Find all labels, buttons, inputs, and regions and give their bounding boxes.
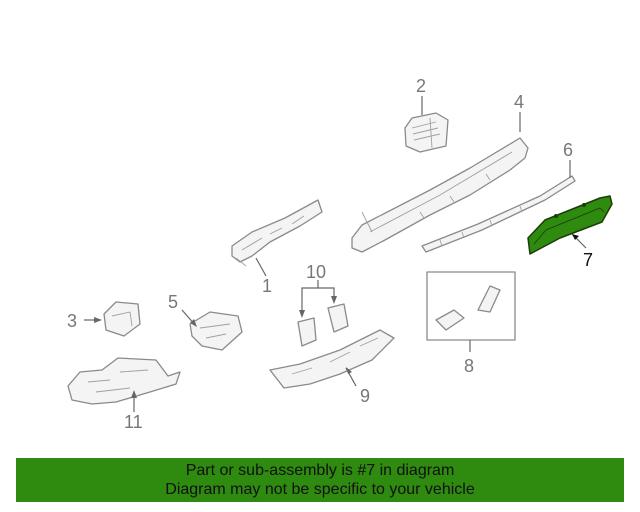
banner-line-2: Diagram may not be specific to your vehi… — [165, 481, 475, 498]
leader-10-arrow-b — [331, 296, 337, 304]
parts-diagram: 2 4 6 7 1 10 8 — [67, 76, 613, 432]
callout-7: 7 — [583, 250, 593, 270]
callout-1: 1 — [262, 276, 272, 296]
banner-line-1: Part or sub-assembly is #7 in diagram — [185, 462, 455, 479]
leader-11-arrow — [131, 390, 137, 398]
part-10-clips — [297, 303, 349, 347]
part-4-side-trim — [351, 137, 529, 253]
callout-4: 4 — [514, 92, 524, 112]
leader-3-arrow — [94, 317, 102, 323]
leader-10 — [301, 280, 335, 316]
callout-3: 3 — [67, 311, 77, 331]
callout-6: 6 — [563, 140, 573, 160]
part-7-highlighted-panel — [527, 195, 613, 255]
callout-9: 9 — [360, 386, 370, 406]
part-2-vent — [404, 112, 449, 153]
leader-1 — [255, 257, 267, 277]
part-5-bracket — [189, 311, 243, 351]
leader-5-arrow — [190, 319, 197, 327]
part-8-box — [426, 271, 516, 341]
part-9-bracket — [269, 329, 395, 389]
callout-10: 10 — [306, 262, 326, 282]
part-1-bracket — [231, 199, 323, 267]
callout-5: 5 — [168, 292, 178, 312]
leader-10-arrow-a — [299, 310, 305, 318]
part-6-strip — [421, 175, 576, 253]
diagram-notice-banner: Part or sub-assembly is #7 in diagram Di… — [16, 458, 624, 502]
callout-11: 11 — [124, 412, 143, 432]
callout-8: 8 — [464, 356, 474, 376]
part-11-plate — [67, 357, 181, 405]
part-8-clips — [435, 285, 501, 331]
leader-7-arrow — [572, 234, 579, 240]
part-3-clip — [103, 301, 141, 337]
leader-9-arrow — [346, 367, 352, 374]
callout-2: 2 — [416, 76, 426, 96]
